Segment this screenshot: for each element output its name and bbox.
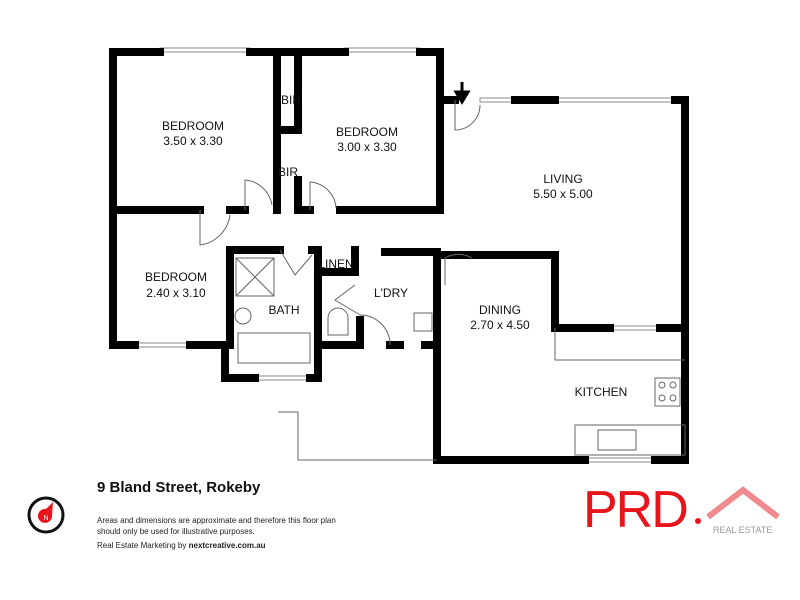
svg-text:PRD: PRD [583,485,687,535]
room-label: LIVING [543,172,582,186]
property-address: 9 Bland Street, Rokeby [97,479,261,496]
fixtures [199,82,686,461]
room-label: KITCHEN [575,385,628,399]
room-label: BEDROOM [162,119,224,133]
room-size: 5.50 x 5.00 [533,187,593,201]
room-label: LINEN [318,257,353,271]
walls [109,48,689,464]
laundry-tub-icon [413,312,433,332]
cooktop-icon [654,377,681,407]
room-label: BATH [268,303,299,317]
room-label: BEDROOM [145,270,207,284]
sink-icon [597,429,637,451]
entry-arrow-icon [453,82,471,105]
marketing-link[interactable]: nextcreative.com.au [188,541,266,550]
room-label: BIR [281,93,301,107]
room-label: BIR [278,165,298,179]
room-size: 3.50 x 3.30 [163,134,223,148]
basin-icon [234,307,252,325]
shower-icon [235,257,275,297]
room-label: BEDROOM [336,125,398,139]
room-size: 3.00 x 3.30 [337,140,397,154]
entry-door [454,100,481,131]
room-size: 2.70 x 4.50 [470,318,530,332]
bathtub-icon [237,332,311,364]
prd-logo: PRD REAL ESTATE [583,485,780,535]
svg-text:REAL ESTATE: REAL ESTATE [713,525,772,535]
compass-icon: N [27,496,65,534]
room-label: L'DRY [374,286,408,300]
disclaimer: Areas and dimensions are approximate and… [97,516,336,536]
toilet-icon [327,307,349,336]
room-label: DINING [479,303,521,317]
svg-text:N: N [43,515,48,522]
room-size: 2.40 x 3.10 [146,286,206,300]
marketing-credit: Real Estate Marketing by nextcreative.co… [97,541,266,550]
